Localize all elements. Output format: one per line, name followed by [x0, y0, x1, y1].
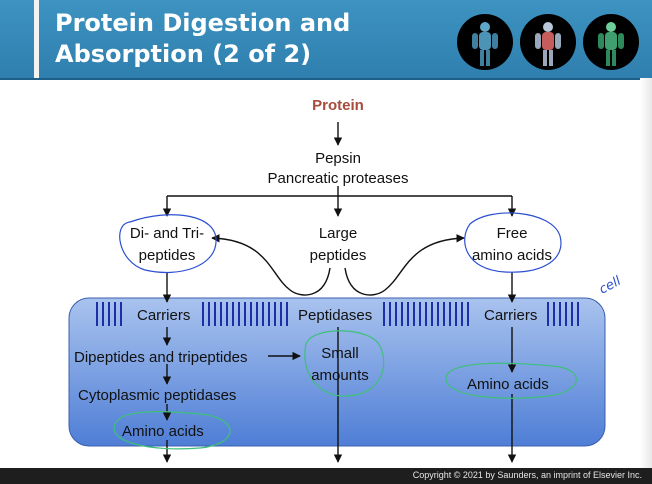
label-di-tri-line2: peptides [139, 247, 196, 264]
label-free-line1: Free [497, 225, 528, 242]
label-free-line2: amino acids [472, 247, 552, 264]
blue-circle-di-tri [119, 214, 217, 274]
curve-large-to-free [344, 234, 465, 296]
blue-circle-free [464, 212, 562, 273]
green-circle-amino-right [445, 362, 577, 399]
label-peptidases: Peptidases [298, 307, 372, 324]
handwritten-highlights [113, 212, 577, 450]
body-circulatory-icon [520, 14, 576, 70]
label-dipeptides-tripeptides: Dipeptides and tripeptides [74, 349, 247, 366]
body-nervous-icon [583, 14, 639, 70]
copyright-text: Copyright © 2021 by Saunders, an imprint… [412, 470, 642, 480]
label-di-tri-line1: Di- and Tri- [130, 225, 204, 242]
label-small-line2: amounts [311, 367, 369, 384]
slide-edge-shadow [640, 78, 652, 470]
label-pancreatic-proteases: Pancreatic proteases [268, 170, 409, 187]
curve-large-to-di-tri [211, 234, 331, 296]
intestinal-cell [68, 297, 606, 447]
label-large-line1: Large [319, 225, 357, 242]
flow-arrows [162, 122, 517, 463]
label-carriers-left: Carriers [137, 307, 190, 324]
label-amino-acids-left: Amino acids [122, 423, 204, 440]
label-large-line2: peptides [310, 247, 367, 264]
green-circle-amino-left [113, 411, 231, 450]
microvilli-brush-border [96, 302, 579, 326]
slide-title: Protein Digestion and Absorption (2 of 2… [55, 8, 455, 70]
green-circle-small-amounts [304, 330, 385, 397]
body-skeleton-icon [457, 14, 513, 70]
title-accent-bar [34, 0, 39, 78]
title-line-1: Protein Digestion and [55, 9, 351, 37]
label-protein: Protein [312, 97, 364, 114]
label-carriers-right: Carriers [484, 307, 537, 324]
label-pepsin: Pepsin [315, 150, 361, 167]
title-line-2: Absorption (2 of 2) [55, 40, 312, 68]
handwritten-cell-note: cell [597, 274, 624, 298]
label-small-line1: Small [321, 345, 359, 362]
footer-bar: Copyright © 2021 by Saunders, an imprint… [0, 468, 652, 484]
label-cytoplasmic-peptidases: Cytoplasmic peptidases [78, 387, 236, 404]
title-band: Protein Digestion and Absorption (2 of 2… [0, 0, 652, 80]
label-amino-acids-right: Amino acids [467, 376, 549, 393]
